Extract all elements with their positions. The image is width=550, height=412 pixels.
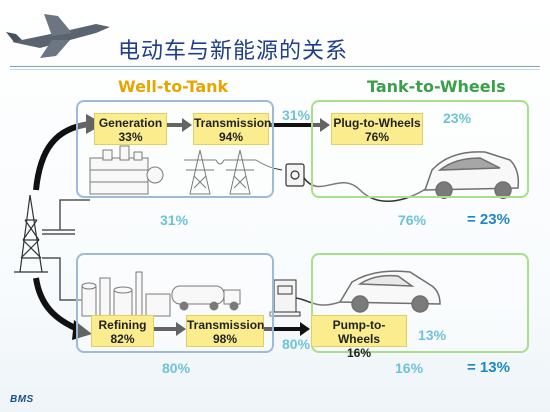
refining-label: Refining xyxy=(98,318,147,332)
fuel-transmission-label: Transmission xyxy=(187,318,265,332)
fuel-summary-right: 16% xyxy=(395,360,424,376)
electric-summary-left: 31% xyxy=(160,212,189,228)
generation-label: Generation xyxy=(98,116,163,130)
fuel-pump-icon xyxy=(269,279,341,317)
fuel-transmission-pct: 98% xyxy=(212,332,238,346)
title-divider xyxy=(10,66,540,67)
pipeline xyxy=(42,257,82,301)
fuel-summary-left: 80% xyxy=(162,360,191,376)
power-plant-icon xyxy=(89,145,164,195)
tanker-truck-icon xyxy=(171,285,241,311)
pump-to-wheels-label: Pump-to-Wheels xyxy=(332,318,386,346)
pipeline-upper xyxy=(59,199,90,230)
page-title: 电动车与新能源的关系 xyxy=(118,39,349,64)
transmission-label: Transmission xyxy=(194,116,272,130)
jet-icon xyxy=(6,14,110,58)
electric-between-pct: 31% xyxy=(282,107,311,123)
transmission-box: Transmission 94% xyxy=(193,113,272,145)
refining-box: Refining 82% xyxy=(91,315,154,347)
brand-logo: BMS xyxy=(10,394,34,405)
plug-to-wheels-box: Plug-to-Wheels 76% xyxy=(331,113,423,145)
electric-car-icon xyxy=(423,151,520,199)
well-to-tank-header: Well-to-Tank xyxy=(118,77,229,96)
fuel-corner-pct: 13% xyxy=(418,327,447,343)
pump-to-wheels-box: Pump-to-Wheels 16% xyxy=(311,315,407,360)
pump-to-wheels-pct: 16% xyxy=(346,346,372,360)
fuel-transmission-box: Transmission 98% xyxy=(186,315,264,347)
refining-pct: 82% xyxy=(110,332,135,346)
generation-pct: 33% xyxy=(118,130,143,144)
transmission-tower-icon xyxy=(184,149,283,195)
tank-to-wheels-header: Tank-to-Wheels xyxy=(367,77,506,96)
oil-derrick-icon xyxy=(14,194,75,273)
electric-corner-pct: 23% xyxy=(443,110,472,126)
transmission-pct: 94% xyxy=(218,130,244,144)
electric-summary-right: 76% xyxy=(398,212,427,228)
title-divider-secondary xyxy=(10,69,540,70)
gasoline-car-icon xyxy=(338,270,441,313)
charging-station-icon xyxy=(285,163,305,187)
refinery-icon xyxy=(81,271,171,317)
generation-box: Generation 33% xyxy=(94,113,167,145)
plug-to-wheels-pct: 76% xyxy=(364,130,390,144)
electric-result: = 23% xyxy=(467,211,510,228)
fuel-between-pct: 80% xyxy=(282,336,311,352)
fuel-result: = 13% xyxy=(467,359,510,376)
plug-to-wheels-label: Plug-to-Wheels xyxy=(333,116,421,130)
